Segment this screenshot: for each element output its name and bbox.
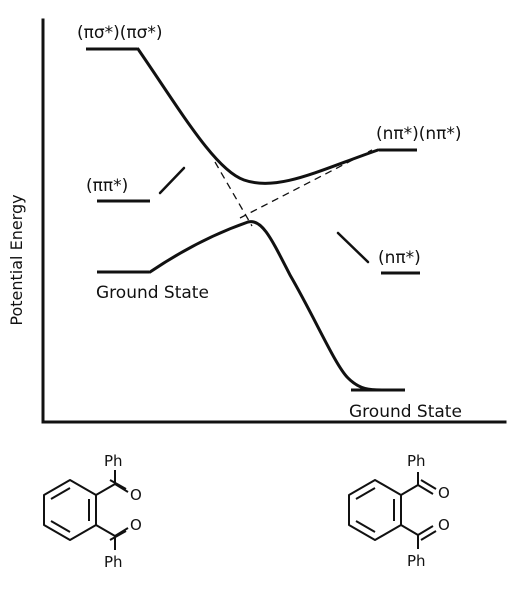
y-axis-label: Potential Energy (7, 194, 26, 325)
left-hetero-bond-4 (114, 527, 129, 537)
slope-mark-npi (336, 231, 370, 264)
right-ring-double-1 (355, 487, 376, 500)
lower-surface-curve (148, 220, 384, 392)
left-hetero-bond-2 (114, 483, 129, 493)
slope-mark-pipi (158, 166, 186, 195)
upper-surface-curve (136, 47, 380, 185)
label-npi-pair: (nπ*)(nπ*) (376, 124, 462, 144)
left-hetero-double (109, 479, 127, 490)
left-ring-double-2 (50, 520, 71, 533)
label-ground-left: Ground State (96, 283, 209, 303)
right-co-double-bottom-b (420, 530, 437, 541)
right-ring-double-2 (355, 520, 376, 533)
left-hetero-double-2 (109, 530, 127, 541)
left-oxygen-1: O (130, 486, 142, 504)
right-ph-bottom: Ph (407, 552, 426, 570)
structure-right (348, 472, 437, 549)
right-carbonyl-bond-top (400, 484, 419, 496)
left-hetero-bond-1 (95, 483, 116, 496)
label-npi: (nπ*) (378, 248, 421, 268)
slope-marks (158, 166, 370, 264)
left-oxygen-2: O (130, 516, 142, 534)
right-ph-top: Ph (407, 452, 426, 470)
dashed-line-1 (214, 161, 253, 227)
label-pipi: (ππ*) (86, 176, 128, 196)
right-co-double-top-b (420, 479, 437, 490)
left-ph-top: Ph (104, 452, 123, 470)
structure-left (43, 470, 129, 550)
adiabatic-curves (136, 47, 384, 392)
right-carbonyl-bond-bottom (400, 524, 419, 536)
left-hetero-bond-3 (95, 524, 116, 537)
right-oxygen-2: O (438, 516, 450, 534)
axes (41, 18, 507, 424)
right-oxygen-1: O (438, 484, 450, 502)
label-ground-right: Ground State (349, 402, 462, 422)
energy-levels (86, 47, 420, 392)
label-pisigma-pair: (πσ*)(πσ*) (77, 23, 163, 43)
right-co-double-bottom-a (417, 525, 434, 536)
right-co-double-top-a (417, 484, 434, 495)
left-ring-double-1 (50, 487, 71, 500)
left-ph-bottom: Ph (104, 553, 123, 571)
